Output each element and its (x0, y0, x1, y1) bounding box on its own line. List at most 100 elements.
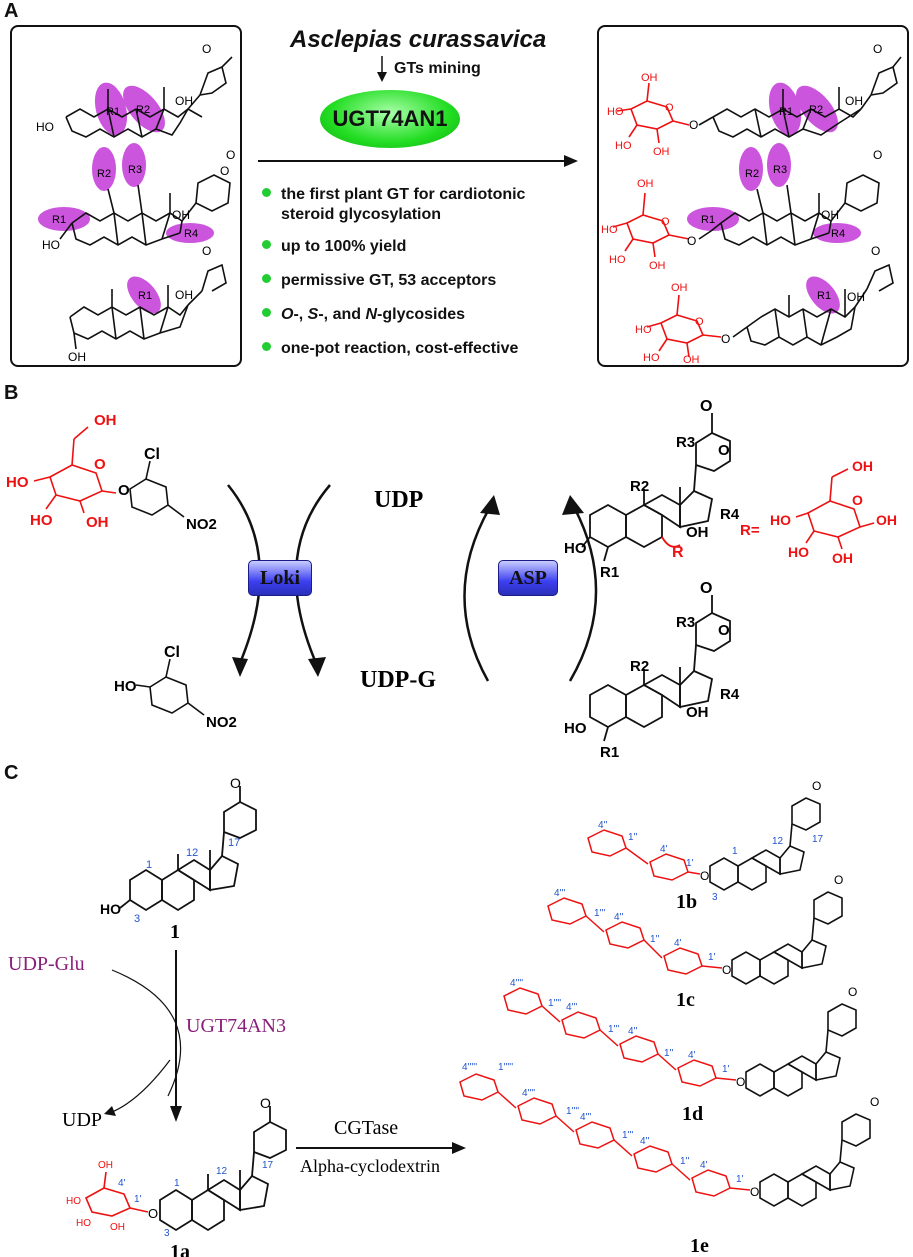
c1-num-17: 17 (228, 837, 240, 849)
c1e-num-4ppp: 4''' (580, 1112, 591, 1123)
feature-3: permissive GT, 53 acceptors (262, 271, 496, 291)
p3-ho-b: HO (643, 352, 660, 364)
c1b-o: O (812, 779, 821, 793)
panel-a-reactant-box: HO O OH R1 R2 O O OH HO R2 R3 R1 R (10, 25, 242, 367)
c1a-o: O (148, 1206, 158, 1221)
b-rdef-oh-top: OH (852, 458, 873, 474)
p1-ho-b: HO (615, 140, 632, 152)
b-donor-oh: OH (86, 514, 109, 531)
p2-o-ring: O (661, 216, 670, 228)
c1d-num-4ppp: 4''' (566, 1002, 577, 1013)
p2-oh-b: OH (649, 260, 666, 272)
b-rdef-oh-right: OH (876, 512, 897, 528)
panel-c-letter: C (4, 762, 19, 784)
b-p2-r2: R2 (630, 658, 649, 675)
b-phenol-no2: NO2 (206, 714, 237, 731)
p3-o: O (871, 244, 880, 258)
p2-r1: R1 (701, 214, 715, 226)
c1b-num-1pp: 1'' (628, 832, 637, 843)
c1d-num-1pp: 1'' (664, 1048, 673, 1059)
a2-ho: HO (42, 238, 60, 252)
b-p2-o-ring: O (718, 622, 730, 639)
p3-oh-a: OH (671, 282, 688, 294)
b-udp-g: UDP-G (360, 667, 436, 693)
a2-r3: R3 (128, 164, 142, 176)
c1c-num-1p: 1' (708, 952, 716, 963)
c1e-num-4pp: 4'' (640, 1136, 649, 1147)
p2-r4: R4 (831, 228, 845, 240)
p1-o-ring: O (665, 102, 674, 114)
b-p2-oh: OH (686, 704, 709, 721)
p3-oh: OH (847, 290, 865, 304)
a3-oh-bottom: OH (68, 350, 86, 364)
c1d-num-1pppp: 1'''' (548, 998, 561, 1009)
c1d-o-link: O (736, 1075, 745, 1089)
panel-b-scheme: OH HO HO OH O O Cl NO2 UDP UDP-G HO Cl N… (6, 398, 897, 761)
panel-b-letter: B (4, 382, 19, 404)
c1-num-12: 12 (186, 847, 198, 859)
p2-oh-a: OH (637, 178, 654, 190)
c1d-num-1p: 1' (722, 1064, 730, 1075)
c1b-num-3: 3 (712, 892, 718, 903)
c1e-num-4pppp: 4'''' (522, 1088, 535, 1099)
c1c-num-1pp: 1'' (650, 934, 659, 945)
bullet-icon (262, 240, 271, 249)
c1d-num-1ppp: 1''' (608, 1024, 619, 1035)
b-rdef-ho: HO (770, 512, 791, 528)
c1b-num-1p: 1' (686, 858, 694, 869)
feature-5: one-pot reaction, cost-effective (262, 339, 518, 359)
c1e-num-4ppppp: 4''''' (462, 1062, 477, 1073)
c-alpha-cyclodextrin: Alpha-cyclodextrin (300, 1156, 440, 1176)
p1-r1: R1 (779, 106, 793, 118)
b-p1-r4: R4 (720, 506, 740, 523)
b-p1-o: O (700, 398, 712, 415)
c1a-oh: OH (98, 1160, 113, 1171)
a3-r1: R1 (138, 290, 152, 302)
a2-oh: OH (172, 208, 190, 222)
c1a-ho: HO (66, 1196, 81, 1207)
bullet-icon (262, 308, 271, 317)
b-p1-r2: R2 (630, 478, 649, 495)
p3-ho-a: HO (635, 324, 652, 336)
c1e-num-1ppp: 1''' (622, 1130, 633, 1141)
p1-oh: OH (845, 94, 863, 108)
p2-o-link: O (687, 234, 696, 248)
c1e-num-4p: 4' (700, 1160, 708, 1171)
source-species: Asclepias curassavica (290, 26, 547, 53)
p1-r2: R2 (809, 104, 823, 116)
c1a-num-12: 12 (216, 1166, 228, 1177)
c1d-num-4pppp: 4'''' (510, 978, 523, 989)
c-udp-glu: UDP-Glu (8, 953, 85, 975)
c1-num-3: 3 (134, 913, 140, 925)
a2-o-ring: O (220, 164, 229, 178)
a2-r2: R2 (97, 168, 111, 180)
bullet-icon (262, 342, 271, 351)
a1-oh: OH (175, 94, 193, 108)
c1a-num-17: 17 (262, 1160, 274, 1171)
panel-a-product-box: HO OH HO OH O O O OH R1 R2 (597, 25, 909, 367)
bullet-icon (262, 274, 271, 283)
enzyme-loki: Loki (248, 560, 312, 596)
c1c-o: O (834, 873, 843, 887)
b-rdef-oh: OH (832, 550, 853, 566)
b-rdef-o: O (852, 492, 863, 508)
c1a-num-1: 1 (174, 1178, 180, 1189)
b-phenol-cl: Cl (164, 644, 180, 661)
c1c-num-4p: 4' (674, 938, 682, 949)
p2-oh: OH (821, 208, 839, 222)
c1c-num-1ppp: 1''' (594, 908, 605, 919)
a2-r1: R1 (52, 214, 66, 226)
a1-o: O (202, 42, 211, 56)
p2-ho-a: HO (601, 224, 618, 236)
c1a-o-top: O (260, 1095, 271, 1111)
c1b-num-4pp: 4'' (598, 820, 607, 831)
b-p2-r4: R4 (720, 686, 740, 703)
panel-c-scheme: O HO 1 3 12 17 1 UDP-Glu UGT74AN3 UDP OH… (8, 775, 879, 1257)
c1-o: O (230, 775, 241, 791)
c1b-num-1: 1 (732, 846, 738, 857)
b-donor-cl: Cl (144, 446, 160, 463)
a1-r2: R2 (136, 104, 150, 116)
product-structures: HO OH HO OH O O O OH R1 R2 (601, 42, 902, 366)
label-1b: 1b (676, 891, 697, 913)
c-cgtase: CGTase (334, 1117, 398, 1139)
